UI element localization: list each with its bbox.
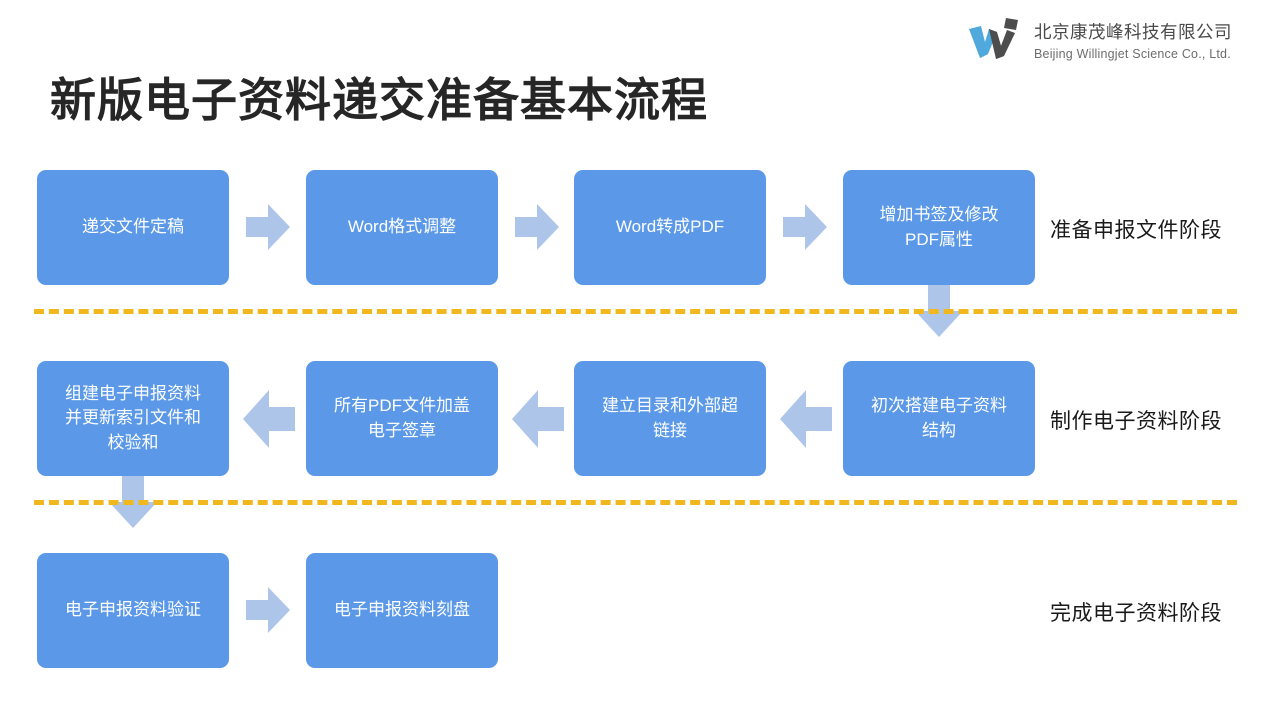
arrow-left-icon-r2-1 <box>243 390 295 448</box>
willingjet-w-logo-icon <box>966 16 1022 68</box>
process-box-r2c4[interactable]: 初次搭建电子资料 结构 <box>843 361 1035 476</box>
arrow-right-icon-r1-3 <box>783 204 827 250</box>
process-box-r2c1[interactable]: 组建电子申报资料 并更新索引文件和 校验和 <box>37 361 229 476</box>
brand-name-group: 北京康茂峰科技有限公司 Beijing Willingjet Science C… <box>1034 22 1232 63</box>
process-box-r3c1[interactable]: 电子申报资料验证 <box>37 553 229 668</box>
process-box-r1c2[interactable]: Word格式调整 <box>306 170 498 285</box>
arrow-left-icon-r2-3 <box>780 390 832 448</box>
process-box-r3c2[interactable]: 电子申报资料刻盘 <box>306 553 498 668</box>
arrow-right-icon-r1-1 <box>246 204 290 250</box>
arrow-right-icon-r3-1 <box>246 587 290 633</box>
process-box-r2c2[interactable]: 所有PDF文件加盖 电子签章 <box>306 361 498 476</box>
stage-label-3: 完成电子资料阶段 <box>1050 602 1222 625</box>
arrow-right-icon-r1-2 <box>515 204 559 250</box>
process-box-r1c4[interactable]: 增加书签及修改 PDF属性 <box>843 170 1035 285</box>
brand-logo-block: 北京康茂峰科技有限公司 Beijing Willingjet Science C… <box>966 16 1232 68</box>
process-box-r2c3[interactable]: 建立目录和外部超 链接 <box>574 361 766 476</box>
brand-name-en: Beijing Willingjet Science Co., Ltd. <box>1034 46 1231 61</box>
process-box-r1c1[interactable]: 递交文件定稿 <box>37 170 229 285</box>
divider-line-2 <box>34 500 1237 505</box>
divider-line-1 <box>34 309 1237 314</box>
brand-name-cn: 北京康茂峰科技有限公司 <box>1034 21 1232 42</box>
process-box-r1c3[interactable]: Word转成PDF <box>574 170 766 285</box>
stage-label-2: 制作电子资料阶段 <box>1050 410 1222 433</box>
stage-label-1: 准备申报文件阶段 <box>1050 219 1222 242</box>
arrow-left-icon-r2-2 <box>512 390 564 448</box>
page-title: 新版电子资料递交准备基本流程 <box>50 74 708 126</box>
